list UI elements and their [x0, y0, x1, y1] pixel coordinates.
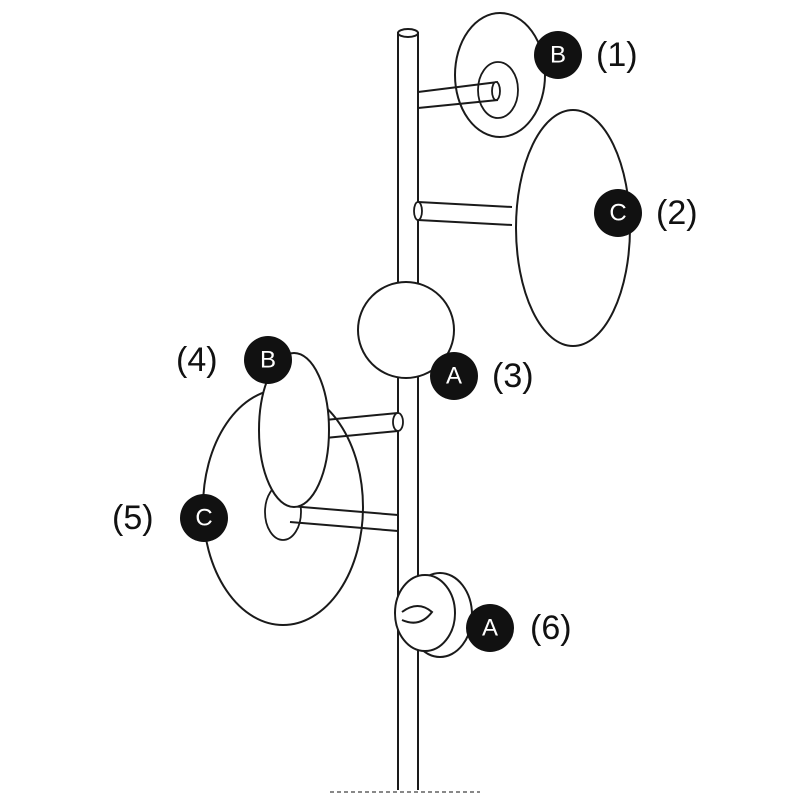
callout-number: (2): [656, 194, 698, 232]
disk-2: [413, 109, 631, 347]
callout-letter: A: [482, 615, 498, 642]
callout-letter: C: [609, 200, 626, 227]
callout-letter: B: [550, 42, 566, 69]
callout-number: (1): [596, 36, 638, 74]
callout-letter: A: [446, 363, 462, 390]
callout-1: B (1): [534, 31, 638, 79]
callout-2: C (2): [594, 189, 698, 237]
callout-letter: B: [260, 347, 276, 374]
disk-6: [394, 572, 473, 658]
callout-4: (4) B: [176, 336, 292, 384]
callout-6: A (6): [466, 604, 572, 652]
pole: [397, 28, 419, 790]
callout-3: A (3): [430, 352, 534, 400]
callout-number: (5): [112, 499, 154, 537]
callout-number: (3): [492, 357, 534, 395]
globe-3: [357, 281, 455, 379]
callout-number: (4): [176, 341, 218, 379]
disk-4: [258, 352, 404, 508]
callout-number: (6): [530, 609, 572, 647]
callout-5: (5) C: [112, 494, 228, 542]
disk-1: [417, 12, 546, 138]
callout-letter: C: [195, 505, 212, 532]
